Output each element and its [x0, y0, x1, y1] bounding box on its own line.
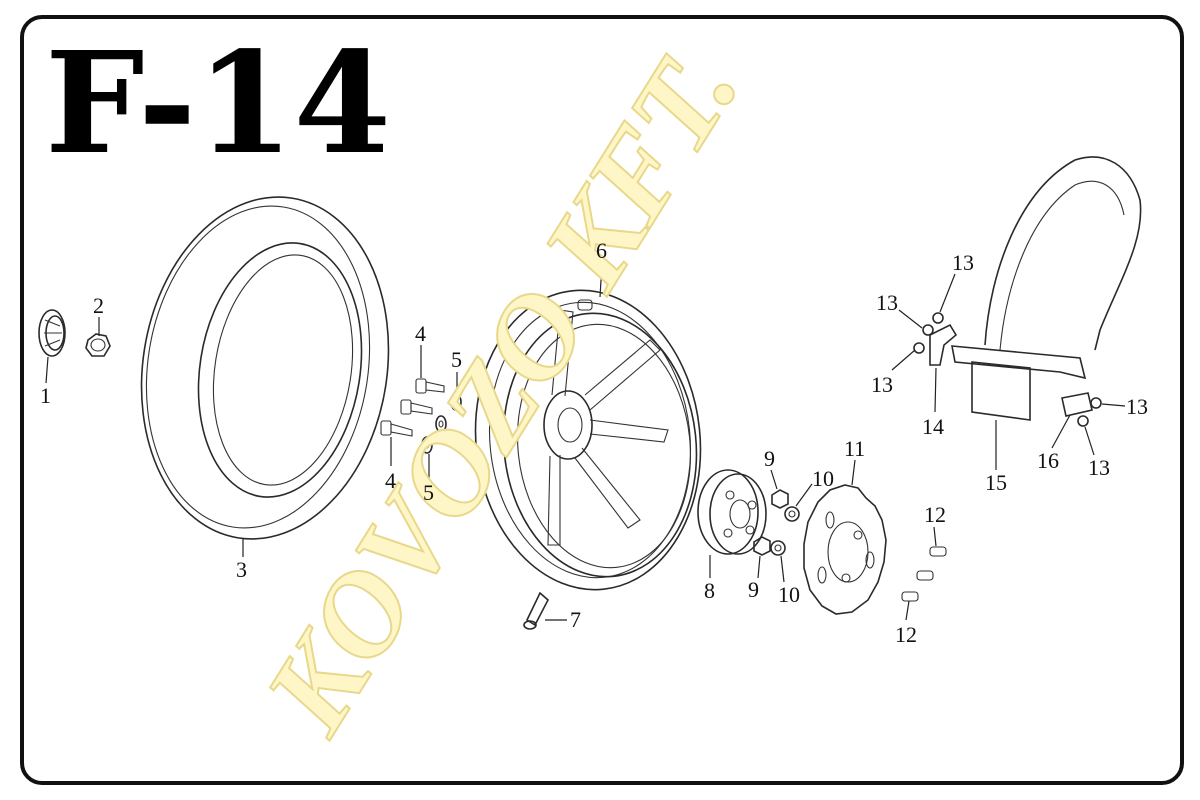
callout-5-upper: 5 — [451, 347, 462, 372]
part-7-valve — [523, 591, 549, 630]
callout-11: 11 — [844, 436, 865, 461]
part-2-nut — [85, 333, 111, 357]
leader-lines — [45, 262, 1126, 621]
callout-12-upper: 12 — [924, 502, 946, 527]
callout-3: 3 — [236, 557, 247, 582]
callout-7: 7 — [570, 607, 581, 632]
part-1-hub-cap — [38, 309, 66, 357]
callout-13-right-lower: 13 — [1088, 455, 1110, 480]
callout-13-right-upper: 13 — [1126, 394, 1148, 419]
part-10-lock-washers — [770, 506, 800, 556]
callout-15: 15 — [985, 470, 1007, 495]
part-11-brake-disc — [803, 484, 887, 615]
callout-8: 8 — [704, 578, 715, 603]
callout-4-lower: 4 — [385, 468, 396, 493]
callout-13-left-upper: 13 — [876, 290, 898, 315]
part-6-rim — [474, 289, 702, 591]
callout-9-lower: 9 — [748, 577, 759, 602]
callout-10-upper: 10 — [812, 466, 834, 491]
part-16-plate — [1061, 392, 1093, 417]
part-8-disc-hub — [697, 469, 767, 555]
callout-16: 16 — [1037, 448, 1059, 473]
part-4-bolts — [380, 378, 445, 437]
callout-2: 2 — [93, 293, 104, 318]
callout-6: 6 — [596, 238, 607, 263]
callout-13-left-lower: 13 — [871, 372, 893, 397]
callout-5-lower: 5 — [423, 480, 434, 505]
part-3-tire — [140, 196, 390, 540]
callout-12-lower: 12 — [895, 622, 917, 647]
callout-14: 14 — [922, 414, 944, 439]
callout-13-top: 13 — [952, 250, 974, 275]
callout-9-upper: 9 — [764, 446, 775, 471]
part-14-bracket — [929, 323, 958, 366]
callout-4-upper: 4 — [415, 321, 426, 346]
part-5-washers — [421, 393, 462, 454]
page-title: F-14 — [45, 22, 391, 186]
callout-1: 1 — [40, 383, 51, 408]
part-15-fender — [951, 156, 1142, 421]
part-12-disc-bolts — [901, 546, 947, 602]
callout-10-lower: 10 — [778, 582, 800, 607]
callout-labels: 1 2 3 4 4 5 5 6 7 8 9 9 10 10 11 12 12 1… — [40, 238, 1148, 647]
part-9-nuts — [753, 489, 789, 556]
